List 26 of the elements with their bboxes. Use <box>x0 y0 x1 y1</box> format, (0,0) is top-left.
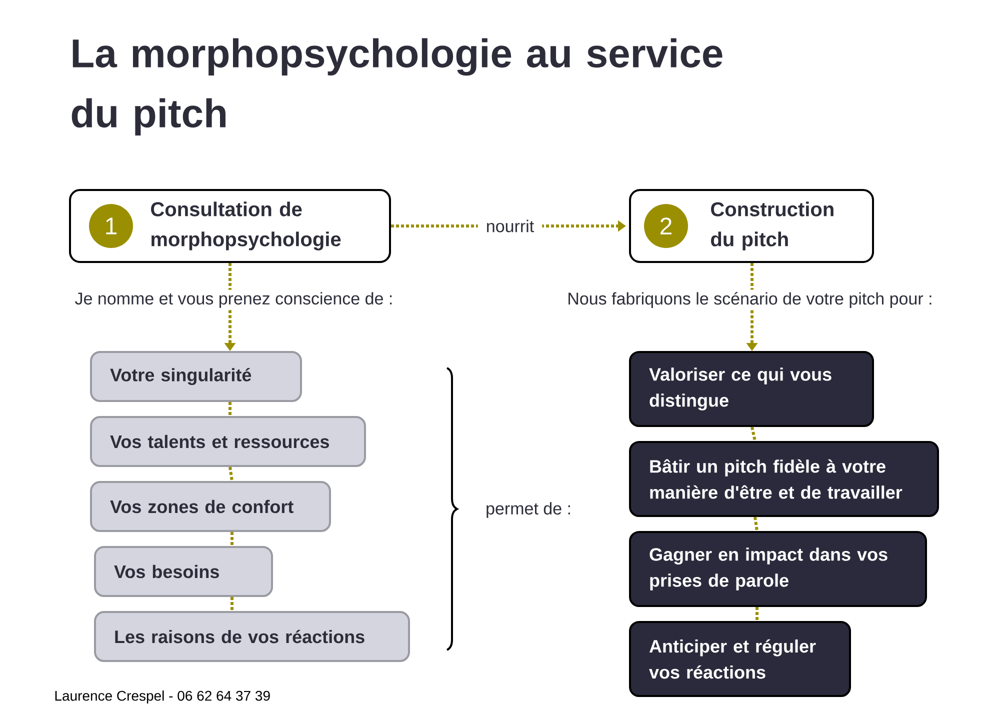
connector <box>754 516 758 532</box>
connector <box>750 426 756 442</box>
connector <box>228 402 232 416</box>
number-badge: 2 <box>644 204 688 248</box>
number-badge: 1 <box>89 204 133 248</box>
item-box: Vos besoins <box>94 546 273 597</box>
connector <box>756 607 758 621</box>
title: La morphopsychologie au service du pitch <box>72 38 722 136</box>
connector <box>230 597 234 611</box>
goal-box: Gagner en impact dans vos prises de parole <box>629 531 927 607</box>
goal-box: Anticiper et réguler vos réactions <box>629 621 851 697</box>
item-box: Votre singularité <box>90 351 302 402</box>
connector <box>750 263 754 290</box>
item-box: Vos zones de confort <box>90 481 331 532</box>
connector <box>230 532 234 546</box>
brace-label: permet de : <box>486 502 570 518</box>
footer-text: Laurence Crespel - 06 62 64 37 39 <box>55 690 270 704</box>
goal-box: Bâtir un pitch fidèle à votre manière d'être et de travailler <box>629 441 939 517</box>
step-caption: Nous fabriquons le scénario de votre pitch pour : <box>565 290 935 310</box>
edge-label: nourrit <box>478 216 542 236</box>
connector <box>228 263 232 290</box>
connector <box>228 466 234 482</box>
step-caption: Je nomme et vous prenez conscience de : <box>72 290 396 310</box>
goal-box: Valoriser ce qui vous distingue <box>629 351 874 427</box>
item-box: Vos talents et ressources <box>90 416 366 467</box>
item-box: Les raisons de vos réactions <box>94 611 410 662</box>
